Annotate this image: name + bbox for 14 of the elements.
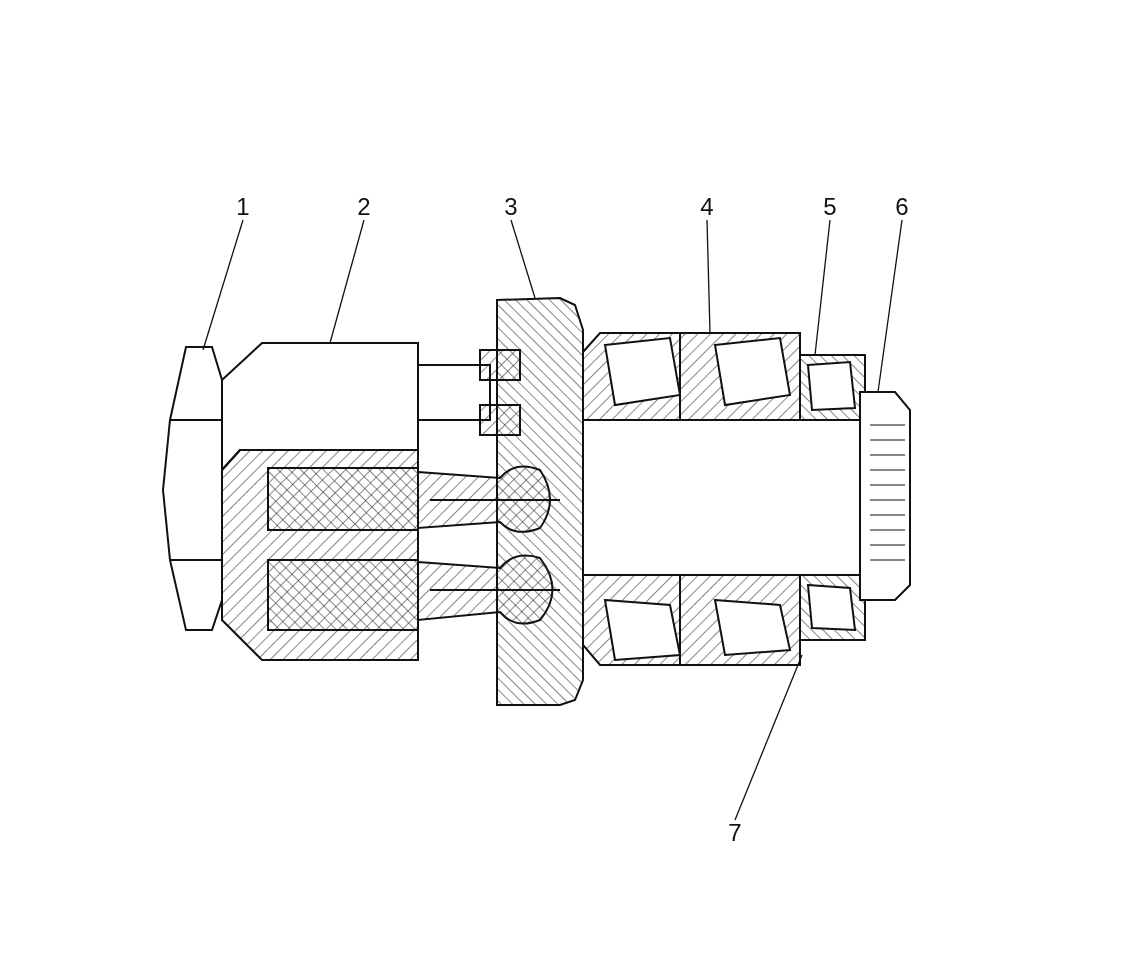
callout-number: 4 [696,194,718,220]
callout-number: 5 [819,194,841,220]
leader-line [202,219,244,351]
callout-number: 2 [353,194,375,220]
leader-line [814,219,831,356]
leader-line [734,654,803,821]
leader-line [706,219,711,334]
callout-number: 3 [500,194,522,220]
callout-number: 1 [232,194,254,220]
callout-number: 7 [724,820,746,846]
leader-line [877,219,903,393]
leader-line [329,219,365,344]
leader-line [510,219,536,299]
callout-number: 6 [891,194,913,220]
